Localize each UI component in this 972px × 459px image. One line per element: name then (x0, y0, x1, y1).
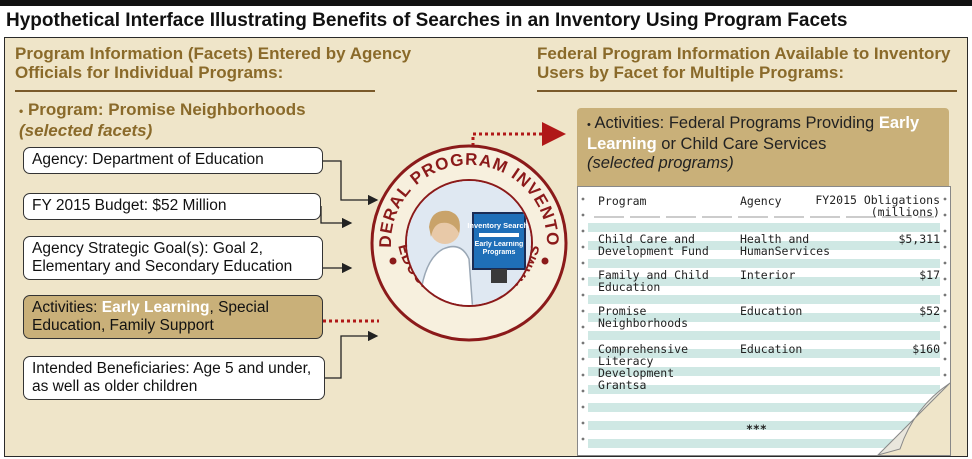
results-activities-prefix: Activities: Federal Programs Providing (594, 114, 879, 132)
row-agency: Education (740, 342, 803, 356)
seal-illustration: Inventory Search: Early Learning Program… (407, 181, 531, 305)
results-printout: Program Agency FY2015 Obligations (milli… (577, 186, 951, 456)
person-hair (429, 210, 460, 237)
row-program: Child Care and Development Fund (598, 232, 709, 258)
left-heading-rule (15, 90, 375, 92)
selected-facets-label: (selected facets) (19, 121, 153, 140)
row-agency: Education (740, 304, 803, 318)
screen-query: Early Learning Programs (474, 241, 524, 256)
monitor-screen (472, 212, 526, 270)
dotted-link-results (471, 122, 566, 146)
page-curl (877, 382, 950, 455)
connector-budget (320, 206, 353, 229)
results-activities-box: • Activities: Federal Programs Providing… (577, 108, 949, 190)
row-agency: Health and HumanServices (740, 232, 831, 258)
right-heading-rule (537, 90, 957, 92)
inventory-seal: FEDERAL PROGRAM INVENTORY EDUCATION PROG… (369, 143, 568, 342)
th-program: Program (598, 194, 647, 208)
row-program: Family and Child Education (598, 268, 709, 294)
right-heading: Federal Program Information Available to… (537, 44, 951, 82)
results-activities-suffix: or Child Care Services (656, 135, 827, 153)
row-program: Promise Neighborhoods (598, 304, 689, 330)
row-agency: Interior (740, 268, 796, 282)
selected-programs-label: (selected programs) (587, 154, 734, 172)
facet-agency: Agency: Department of Education (23, 147, 323, 174)
diagram-panel: Program Information (Facets) Entered by … (4, 37, 968, 457)
program-name: • Program: Promise Neighborhoods (select… (19, 100, 306, 140)
screen-title: Inventory Search: (467, 221, 530, 230)
connector-lines (320, 122, 566, 379)
activities-prefix: Activities: (32, 299, 102, 316)
seal-dot-left (389, 257, 397, 265)
program-label: Program: Promise Neighborhoods (27, 100, 306, 119)
row-obligation: $52 (919, 304, 940, 318)
results-activities-highlight: Early Learning (587, 114, 920, 153)
th-obligations: FY2015 Obligations (millions) (815, 193, 940, 219)
activities-suffix: , Special Education, Family Support (32, 299, 269, 334)
top-bar (0, 0, 972, 6)
screen-search-field (479, 233, 519, 237)
printout-stripes (578, 187, 950, 455)
table-footer: *** (746, 422, 767, 436)
row-obligation: $5,311 (898, 232, 940, 246)
facet-activities: Activities: Early Learning, Special Educ… (23, 295, 323, 339)
connector-beneficiaries (325, 330, 379, 379)
activities-highlight: Early Learning (101, 299, 210, 316)
monitor-stand (491, 269, 507, 283)
bullet-icon: • (587, 119, 591, 131)
facet-budget: FY 2015 Budget: $52 Million (23, 193, 321, 220)
seal-dot-right (541, 257, 549, 265)
facet-strategic-goal: Agency Strategic Goal(s): Goal 2, Elemen… (23, 236, 323, 280)
facet-beneficiaries: Intended Beneficiaries: Age 5 and under,… (23, 356, 325, 400)
bullet-icon: • (19, 104, 24, 118)
connector-agency (323, 160, 379, 206)
th-agency: Agency (740, 194, 782, 208)
row-obligation: $160 (912, 342, 940, 356)
figure-title: Hypothetical Interface Illustrating Bene… (6, 10, 848, 31)
row-obligation: $17 (919, 268, 940, 282)
left-heading: Program Information (Facets) Entered by … (15, 44, 412, 82)
row-program: Comprehensive Literacy Development Grant… (598, 342, 689, 392)
